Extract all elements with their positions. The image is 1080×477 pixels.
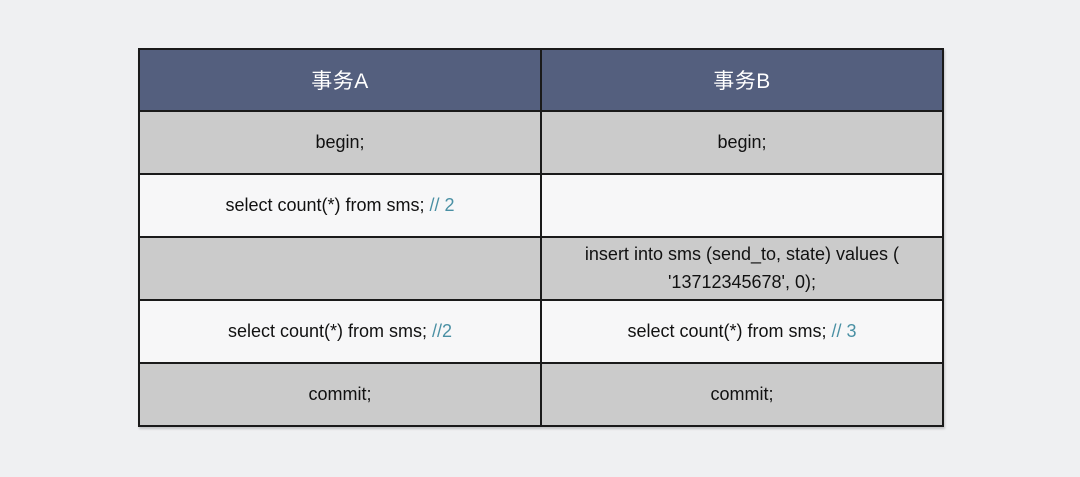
sql-statement: insert into sms (send_to, state) values … [584,243,900,292]
sql-statement: commit; [710,383,774,404]
header-row: 事务A 事务B [138,48,944,112]
sql-statement: select count(*) from sms; [627,320,827,341]
sql-comment: // 3 [831,320,857,341]
table-row-second-select: select count(*) from sms;//2 select coun… [138,299,944,364]
table-body: begin; begin; select count(*) from sms;/… [138,110,944,427]
sql-statement: begin; [717,131,767,152]
transactions-table-container: 事务A 事务B begin; begin; select count(*) fr… [138,48,944,427]
cell-a-select-2: select count(*) from sms;//2 [138,299,542,364]
table-header: 事务A 事务B [138,48,944,112]
sql-comment: //2 [432,320,453,341]
cell-b-empty [540,173,944,238]
sql-statement: select count(*) from sms; [225,194,425,215]
cell-a-empty [138,236,542,301]
cell-b-select: select count(*) from sms;// 3 [540,299,944,364]
header-transaction-a: 事务A [138,48,542,112]
cell-b-begin: begin; [540,110,944,175]
table-row-begin: begin; begin; [138,110,944,175]
table-row-insert: insert into sms (send_to, state) values … [138,236,944,301]
sql-statement: begin; [315,131,365,152]
header-transaction-b: 事务B [540,48,944,112]
cell-b-insert: insert into sms (send_to, state) values … [540,236,944,301]
cell-b-commit: commit; [540,362,944,427]
sql-comment: // 2 [429,194,455,215]
cell-a-commit: commit; [138,362,542,427]
transactions-comparison-table: 事务A 事务B begin; begin; select count(*) fr… [138,48,944,427]
table-row-first-select: select count(*) from sms;// 2 [138,173,944,238]
table-row-commit: commit; commit; [138,362,944,427]
cell-a-select-1: select count(*) from sms;// 2 [138,173,542,238]
cell-a-begin: begin; [138,110,542,175]
sql-statement: select count(*) from sms; [227,320,428,341]
sql-statement: commit; [308,383,372,404]
